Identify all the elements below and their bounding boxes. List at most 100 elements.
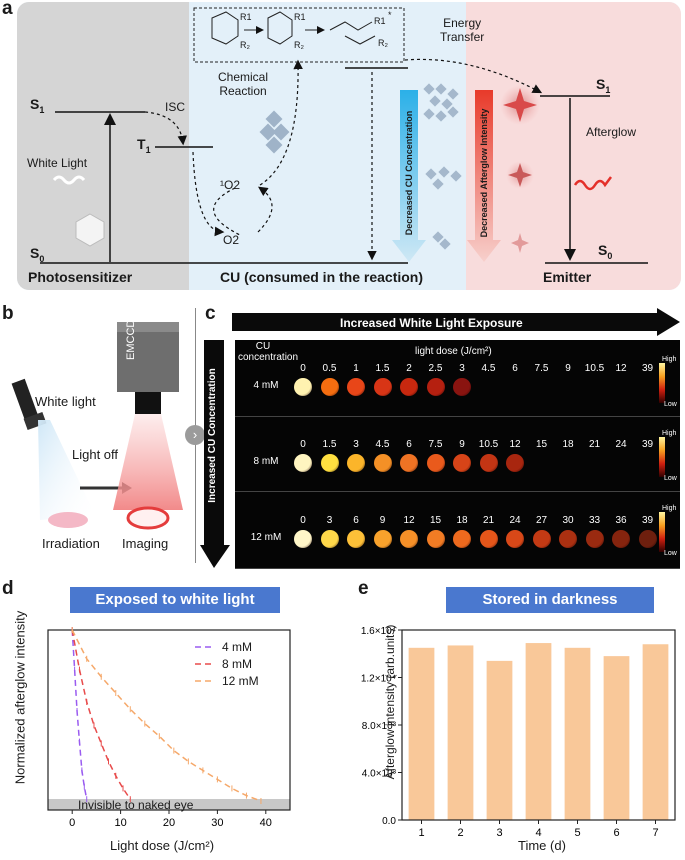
- t1-label: T1: [137, 136, 151, 155]
- bar: [486, 660, 513, 820]
- sample-dot: [506, 530, 524, 548]
- sample-dot: [426, 454, 445, 472]
- s1-right-label: S1: [596, 76, 611, 95]
- dose-label: 7.5: [534, 363, 549, 374]
- sample-dot: [638, 530, 657, 548]
- dose-label: 39: [641, 515, 654, 526]
- dose-label: 9: [565, 363, 571, 374]
- scheme-r1: R1: [240, 12, 252, 22]
- scheme-r2b: R₂: [294, 40, 304, 50]
- panel-e-title: Stored in darkness: [446, 587, 654, 613]
- sample-dot: [320, 454, 339, 472]
- dose-label: 24: [509, 515, 521, 526]
- s0-left-label: S0: [30, 245, 45, 264]
- bar: [564, 647, 591, 820]
- y-tick-label: 1.2×10⁴: [361, 674, 396, 685]
- white-light-b-label: White light: [35, 394, 96, 409]
- x-tick-label: 40: [260, 817, 272, 829]
- sample-dot: [373, 378, 392, 396]
- dose-label: 3: [326, 515, 333, 526]
- x-tick-label: 7: [652, 827, 658, 839]
- invisible-label: Invisible to naked eye: [78, 798, 194, 812]
- afterglow-label: Afterglow: [586, 125, 637, 139]
- colorbar-2: [659, 437, 665, 477]
- dose-label: 1.5: [375, 363, 390, 374]
- y-tick-label: 1.6×10⁴: [361, 626, 396, 637]
- x-tick-label: 4: [535, 827, 541, 839]
- scheme-r2: R₂: [240, 40, 250, 50]
- cu-concentration-header: CU concentration: [238, 341, 299, 363]
- dose-label: 21: [482, 515, 495, 526]
- light-dose-header: light dose (J/cm²): [415, 346, 492, 357]
- dose-label: 0.5: [322, 363, 337, 374]
- panel-c-letter: c: [205, 303, 216, 324]
- panel-d-title: Exposed to white light: [70, 587, 280, 613]
- emitter-region: [466, 2, 681, 290]
- dose-label: 6: [406, 439, 412, 450]
- dose-label: 0: [300, 363, 306, 374]
- panel-d-xlabel: Light dose (J/cm²): [110, 838, 215, 853]
- panel-a-diagram: [40, 7, 648, 264]
- x-tick-label: 6: [613, 827, 619, 839]
- panel-a-letter: a: [2, 0, 13, 19]
- dose-label: 10.5: [478, 439, 499, 450]
- sample-dot: [320, 378, 339, 396]
- x-tick-label: 5: [574, 827, 580, 839]
- invisible-band: [48, 799, 290, 810]
- sample-dot: [294, 454, 312, 472]
- dose-label: 39: [641, 439, 654, 450]
- sample-dot: [294, 378, 312, 396]
- reaction-scheme-box: [193, 7, 405, 63]
- x-tick-label: 3: [496, 827, 502, 839]
- increased-exposure-label: Increased White Light Exposure: [340, 316, 523, 330]
- panel-e-letter: e: [358, 578, 369, 599]
- conc-label: 4 mM: [253, 380, 279, 391]
- dose-label: 24: [615, 439, 627, 450]
- sample-dot: [400, 378, 418, 396]
- colorbar-2-low: Low: [664, 475, 677, 482]
- sample-dot: [585, 530, 604, 548]
- dose-label: 10.5: [584, 363, 605, 374]
- afterglow-wave: [573, 176, 612, 191]
- chem-reaction-label: Chemical Reaction: [218, 70, 269, 98]
- series-line: [71, 629, 88, 800]
- sample-dot: [400, 454, 418, 472]
- emitter-label: Emitter: [543, 269, 592, 285]
- s1-left-label: S1: [30, 96, 45, 115]
- scheme-r2c: R₂: [378, 38, 388, 48]
- dose-label: 4.5: [375, 439, 390, 450]
- irradiation-sample: [48, 512, 88, 528]
- dose-label: 3: [459, 363, 465, 374]
- bar: [525, 643, 552, 820]
- bar: [447, 645, 474, 820]
- emccd-label: EMCCD: [125, 319, 137, 360]
- sample-dot: [612, 530, 630, 548]
- x-tick-label: 20: [163, 817, 175, 829]
- cu-arrow: [200, 340, 230, 568]
- dose-label: 3: [353, 439, 359, 450]
- decreased-cu-label: Decreased CU Concentration: [404, 110, 414, 236]
- sample-dot: [453, 530, 471, 548]
- dose-label: 18: [456, 515, 468, 526]
- photosensitizer-label: Photosensitizer: [28, 269, 133, 285]
- panel-b-illustration: [11, 322, 183, 530]
- decreased-afterglow-arrow: [467, 90, 501, 262]
- sample-dot: [532, 530, 551, 548]
- colorbar-1-low: Low: [664, 401, 677, 408]
- colorbar-3: [659, 512, 665, 552]
- cu-diamonds: [259, 110, 290, 154]
- sample-dot: [559, 530, 577, 548]
- dose-label: 6: [353, 515, 359, 526]
- dose-label: 1: [353, 363, 359, 374]
- oxygen-label: O2: [223, 233, 240, 247]
- panel-d-ylabel: Normalized afterglow intensity: [12, 610, 28, 785]
- bar: [408, 647, 435, 820]
- irradiation-label: Irradiation: [42, 536, 100, 551]
- photosensitizer-region: [17, 2, 189, 290]
- decreased-afterglow-label: Decreased Afterglow Intensity: [479, 108, 489, 238]
- series-line: [71, 629, 262, 802]
- sample-dot: [373, 530, 392, 548]
- dose-label: 6: [512, 363, 518, 374]
- colorbar-2-high: High: [662, 430, 677, 437]
